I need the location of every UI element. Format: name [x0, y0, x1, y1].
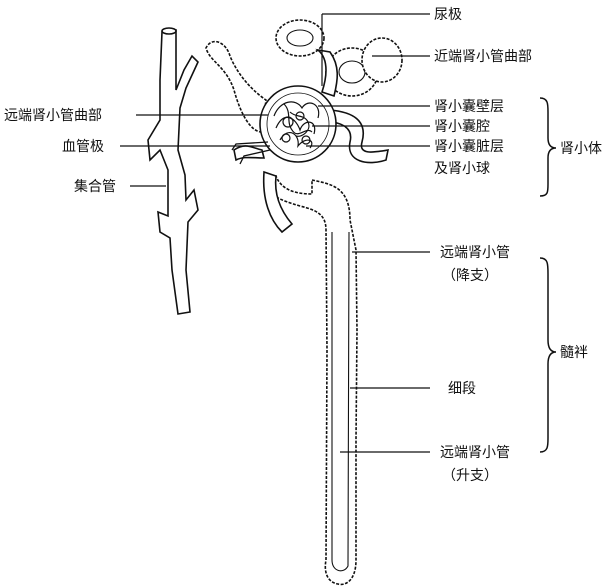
label-collecting-duct: 集合管: [74, 178, 116, 195]
label-parietal-layer: 肾小囊壁层: [434, 98, 504, 115]
loop-of-henle-brace: [540, 258, 556, 452]
label-visceral-layer-1: 肾小囊脏层: [434, 138, 504, 155]
label-distal-ascending-1: 远端肾小管: [440, 445, 510, 461]
braces: [540, 98, 556, 452]
label-thin-segment: 细段: [448, 381, 476, 397]
label-renal-corpuscle: 肾小体: [560, 141, 602, 157]
label-distal-ascending-2: （升支）: [442, 468, 498, 484]
label-proximal-convoluted: 近端肾小管曲部: [434, 49, 532, 65]
bowman-capsule-parietal-layer: [260, 86, 336, 162]
collecting-duct-opening: [162, 28, 176, 34]
collecting-duct: [148, 28, 198, 314]
label-capsule-cavity: 肾小囊腔: [434, 118, 490, 135]
label-urinary-pole: 尿极: [434, 7, 462, 23]
label-visceral-layer-2: 及肾小球: [434, 161, 490, 177]
label-loop-of-henle: 髓袢: [560, 345, 588, 361]
label-distal-straight-2: （降支）: [442, 268, 498, 284]
renal-corpuscle-brace: [540, 98, 556, 196]
label-vascular-pole: 血管极: [62, 139, 104, 155]
label-distal-convoluted: 远端肾小管曲部: [4, 108, 102, 124]
loop-of-henle: [264, 172, 357, 584]
label-distal-straight-1: 远端肾小管: [440, 245, 510, 261]
